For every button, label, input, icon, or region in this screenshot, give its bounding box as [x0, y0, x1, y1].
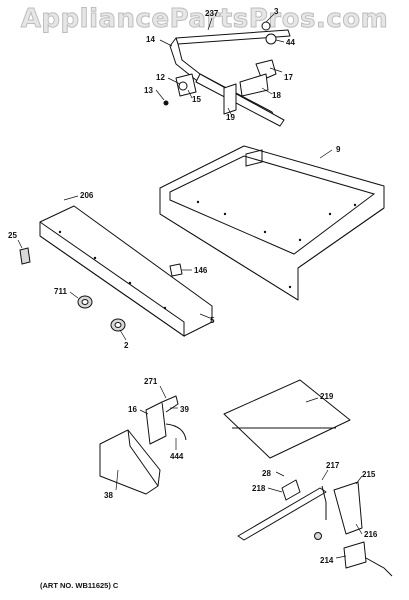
label-3: 3	[274, 7, 279, 16]
label-219: 219	[320, 392, 334, 401]
label-206: 206	[80, 191, 94, 200]
label-215: 215	[362, 470, 376, 479]
screw-216	[314, 532, 322, 540]
label-5: 5	[210, 316, 215, 325]
bracket-215	[333, 481, 363, 535]
heat-shield	[99, 429, 161, 495]
leader-lines	[17, 13, 363, 559]
label-9: 9	[336, 145, 341, 154]
grommet-2	[110, 318, 126, 332]
label-38: 38	[104, 491, 113, 500]
burner-plate	[223, 379, 351, 459]
label-44: 44	[286, 38, 295, 47]
art-number: (ART NO. WB11625) C	[40, 581, 119, 590]
igniter-switch	[239, 59, 277, 97]
burner-box	[159, 145, 385, 301]
valve-214	[343, 541, 393, 577]
part-labels: 237 3 14 44 17 12 13 15 18 19 9 206 25 1…	[8, 7, 378, 565]
gas-tube	[237, 485, 327, 541]
label-711: 711	[54, 287, 67, 296]
clip-part-25	[19, 247, 31, 265]
label-19: 19	[226, 113, 235, 122]
label-12: 12	[156, 73, 165, 82]
label-39: 39	[180, 405, 189, 414]
valve-bracket	[223, 83, 237, 115]
label-218: 218	[252, 484, 266, 493]
label-25: 25	[8, 231, 17, 240]
label-13: 13	[144, 86, 153, 95]
label-271: 271	[144, 377, 158, 386]
label-237: 237	[205, 9, 219, 18]
watermark-text: AppliancePartsPros.com	[20, 4, 389, 35]
burner-valve	[163, 73, 197, 106]
label-15: 15	[192, 95, 201, 104]
label-146: 146	[194, 266, 208, 275]
label-18: 18	[272, 91, 281, 100]
grommet-711	[77, 295, 93, 309]
label-2: 2	[124, 341, 129, 350]
nut-146	[169, 263, 183, 277]
igniter-218	[281, 479, 301, 501]
orifice-holder	[145, 395, 187, 445]
label-216: 216	[364, 530, 378, 539]
label-217: 217	[326, 461, 340, 470]
label-444: 444	[170, 452, 184, 461]
label-14: 14	[146, 35, 155, 44]
label-16: 16	[128, 405, 137, 414]
label-28: 28	[262, 469, 271, 478]
front-panel	[39, 205, 213, 337]
label-17: 17	[284, 73, 293, 82]
label-214: 214	[320, 556, 334, 565]
manifold-pipe	[169, 21, 291, 127]
